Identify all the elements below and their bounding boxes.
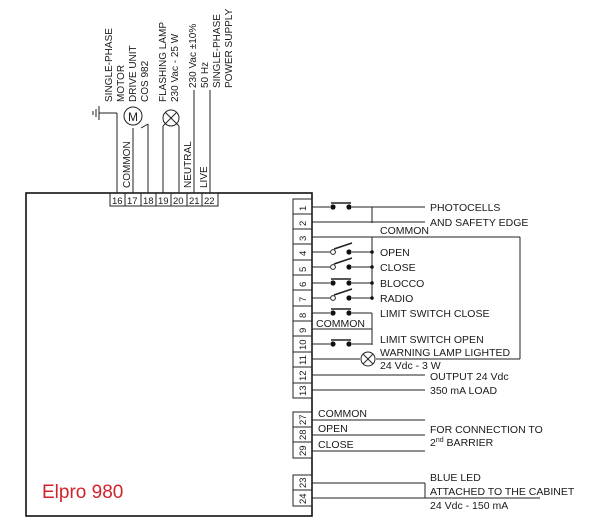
right-terminal-strip: 1 2 3 4 5 6 7 8 9 10 11 12 13: [292, 198, 313, 399]
controller-box: [25, 192, 313, 517]
load-label: 350 mA LOAD: [430, 385, 498, 397]
limit-close-label: LIMIT SWITCH CLOSE: [380, 308, 490, 320]
terminal-8: 8: [298, 313, 309, 318]
terminal-3: 3: [298, 236, 309, 241]
brand-label: Elpro 980: [42, 482, 123, 503]
open-label: OPEN: [380, 247, 410, 259]
top-terminal-strip: 16 17 18 19 20 21 22: [109, 192, 219, 207]
photocell-contact: [330, 202, 352, 210]
close-label: CLOSE: [380, 262, 416, 274]
terminal-4: 4: [298, 251, 309, 256]
connection-label: FOR CONNECTION TO: [430, 424, 543, 436]
top-wires: [92, 90, 211, 193]
motor-symbol: [123, 106, 143, 126]
terminal-12: 12: [298, 370, 309, 381]
terminal-22: 22: [204, 196, 215, 207]
close-contact: [330, 257, 353, 270]
terminal-7: 7: [298, 297, 309, 302]
radio-contact: [330, 288, 353, 301]
terminal-10: 10: [298, 339, 309, 350]
motor-label-4: COS 982: [140, 60, 151, 102]
blocco-contact: [330, 278, 352, 286]
barrier-close-label: CLOSE: [318, 439, 354, 451]
radio-label: RADIO: [380, 293, 413, 305]
motor-label-1: SINGLE-PHASE: [104, 28, 115, 102]
output-label: OUTPUT 24 Vdc: [430, 371, 509, 383]
limit-open-contact: [330, 339, 352, 347]
limit-close-contact: [330, 308, 352, 316]
barrier-common-label: COMMON: [318, 408, 367, 420]
photocells-label: PHOTOCELLS: [430, 202, 500, 214]
terminal-21: 21: [189, 196, 200, 207]
motor-label-3: DRIVE UNIT: [128, 45, 139, 102]
terminal-23: 23: [298, 477, 309, 488]
safety-edge-label: AND SAFETY EDGE: [430, 217, 528, 229]
terminal-13: 13: [298, 385, 309, 396]
barrier-wires: [312, 419, 425, 452]
supply-label-2: 50 Hz: [200, 62, 211, 88]
open-contact: [330, 242, 353, 255]
blocco-label: BLOCCO: [380, 278, 424, 290]
terminal-6: 6: [298, 282, 309, 287]
terminal-19: 19: [158, 196, 169, 207]
terminal-27: 27: [298, 414, 309, 425]
supply-label-1: 230 Vac ±10%: [188, 24, 199, 88]
terminal-18: 18: [143, 196, 154, 207]
terminal-17: 17: [127, 196, 138, 207]
led-label-2: ATTACHED TO THE CABINET: [430, 486, 575, 498]
led-label-3: 24 Vdc - 150 mA: [430, 500, 508, 512]
supply-label-4: POWER SUPPLY: [224, 8, 235, 88]
right-wires: [312, 206, 521, 391]
motor-label-2: MOTOR: [116, 65, 127, 102]
terminal-29: 29: [298, 445, 309, 456]
led-label-1: BLUE LED: [430, 472, 481, 484]
barrier-terminal-strip: 27 28 29: [292, 411, 313, 459]
terminal-9: 9: [298, 328, 309, 333]
lamp-label-1: FLASHING LAMP: [158, 22, 169, 102]
neutral-label: NEUTRAL: [183, 141, 194, 188]
terminal-20: 20: [173, 196, 184, 207]
terminal-24: 24: [298, 493, 309, 504]
terminal-16: 16: [112, 196, 123, 207]
lamp-label-2: 230 Vac - 25 W: [170, 33, 181, 102]
common-label: COMMON: [380, 225, 429, 237]
supply-label-3: SINGLE-PHASE: [212, 14, 223, 88]
warning-lamp-spec: 24 Vdc - 3 W: [380, 360, 441, 372]
warning-lamp-label: WARNING LAMP LIGHTED: [380, 347, 511, 359]
terminal-11: 11: [298, 355, 309, 365]
led-terminal-strip: 23 24: [292, 474, 313, 507]
barrier-label: 2nd BARRIER: [430, 437, 494, 449]
terminal-28: 28: [298, 429, 309, 440]
motor-common-label: COMMON: [122, 141, 133, 188]
barrier-open-label: OPEN: [318, 423, 348, 435]
led-wires: [312, 482, 540, 499]
limit-open-label: LIMIT SWITCH OPEN: [380, 334, 484, 346]
warning-lamp-icon: [360, 351, 376, 367]
motor-letter: M: [128, 110, 138, 124]
terminal-5: 5: [298, 267, 309, 272]
terminal-2: 2: [298, 221, 309, 226]
flashing-lamp-icon: [162, 109, 180, 127]
terminal-1: 1: [298, 206, 309, 211]
live-label: LIVE: [199, 166, 210, 188]
limit-common-label: COMMON: [316, 318, 365, 330]
